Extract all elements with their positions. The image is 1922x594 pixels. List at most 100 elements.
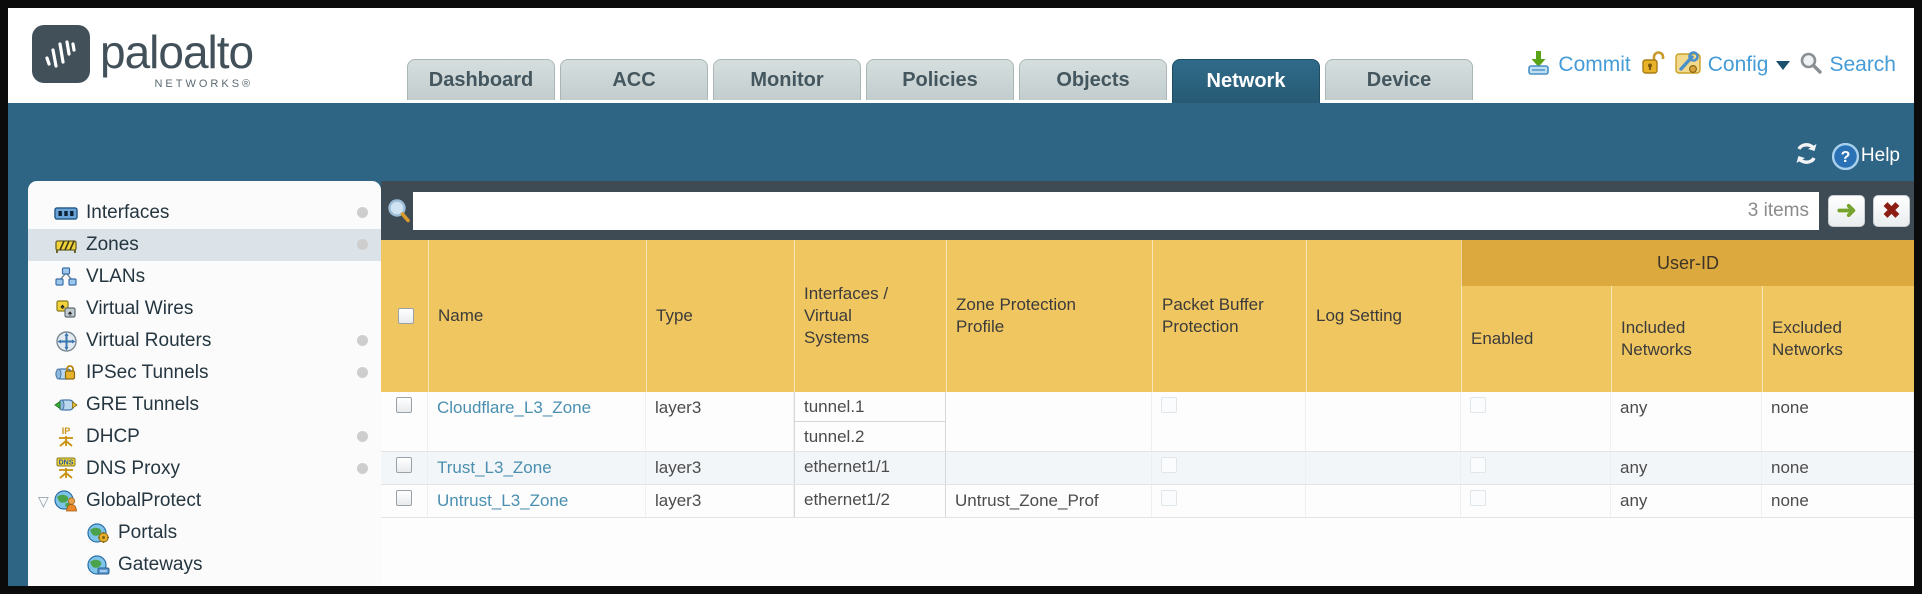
zones-main-panel: 3 items ➜ ✖ Name Type Interfaces / Virtu… bbox=[381, 181, 1914, 586]
sidebar-item-vlans[interactable]: VLANs bbox=[28, 261, 381, 293]
portals-icon bbox=[86, 522, 110, 544]
svg-text:♠: ♠ bbox=[60, 302, 65, 311]
packet-buffer-checkbox bbox=[1161, 397, 1177, 413]
sidebar-item-portals[interactable]: Portals bbox=[28, 517, 381, 549]
col-header-log-setting[interactable]: Log Setting bbox=[1306, 240, 1461, 392]
zone-name-link[interactable]: Cloudflare_L3_Zone bbox=[437, 398, 592, 417]
clear-filter-button[interactable]: ✖ bbox=[1873, 195, 1910, 227]
excluded-networks: none bbox=[1762, 452, 1914, 484]
pending-change-dot bbox=[357, 335, 368, 346]
sidebar-item-zones[interactable]: Zones bbox=[28, 229, 381, 261]
select-all-checkbox[interactable] bbox=[398, 308, 414, 324]
interface-item: tunnel.2 bbox=[804, 427, 865, 446]
dhcp-icon: IP bbox=[54, 426, 78, 448]
tab-dashboard[interactable]: Dashboard bbox=[407, 59, 555, 100]
sidebar-item-dns-proxy[interactable]: DNS DNS Proxy bbox=[28, 453, 381, 485]
help-icon: ? bbox=[1831, 142, 1859, 170]
commit-button[interactable]: Commit bbox=[1525, 49, 1631, 81]
sidebar-item-ipsec-tunnels[interactable]: IPSec Tunnels bbox=[28, 357, 381, 389]
packet-buffer-checkbox bbox=[1161, 490, 1177, 506]
header-actions: Commit Config bbox=[1525, 49, 1896, 81]
globalprotect-icon bbox=[54, 490, 78, 512]
help-button[interactable]: ? Help bbox=[1831, 142, 1900, 170]
pending-change-dot bbox=[357, 239, 368, 250]
zone-protection-profile bbox=[946, 452, 1152, 484]
config-label: Config bbox=[1707, 53, 1769, 76]
tab-policies[interactable]: Policies bbox=[866, 59, 1014, 100]
userid-enabled-checkbox bbox=[1470, 490, 1486, 506]
zone-name-link[interactable]: Untrust_L3_Zone bbox=[437, 491, 569, 510]
sidebar-item-virtual-wires[interactable]: ♠ ♠ Virtual Wires bbox=[28, 293, 381, 325]
commit-label: Commit bbox=[1558, 53, 1631, 76]
paloalto-logo: paloalto NETWORKS® bbox=[32, 25, 254, 90]
col-header-excluded-networks[interactable]: Excluded Networks bbox=[1762, 240, 1914, 392]
col-header-type[interactable]: Type bbox=[646, 240, 794, 392]
sidebar-item-gre-tunnels[interactable]: GRE Tunnels bbox=[28, 389, 381, 421]
refresh-icon[interactable] bbox=[1793, 141, 1820, 171]
arrow-right-icon: ➜ bbox=[1836, 197, 1857, 224]
tab-network[interactable]: Network bbox=[1172, 59, 1320, 103]
sub-header-band: ? Help bbox=[8, 103, 1914, 181]
sidebar-item-dhcp[interactable]: IP DHCP bbox=[28, 421, 381, 453]
dns-proxy-icon: DNS bbox=[54, 457, 78, 480]
row-checkbox[interactable] bbox=[396, 490, 412, 506]
row-checkbox[interactable] bbox=[396, 397, 412, 413]
col-header-packet-buffer[interactable]: Packet Buffer Protection bbox=[1152, 240, 1306, 392]
search-button[interactable]: Search bbox=[1799, 51, 1896, 80]
table-header: Name Type Interfaces / Virtual Systems Z… bbox=[381, 240, 1914, 392]
table-row: Trust_L3_Zone layer3 ethernet1/1 any non… bbox=[381, 452, 1914, 485]
tab-device[interactable]: Device bbox=[1325, 59, 1473, 100]
vlans-icon bbox=[54, 266, 78, 288]
commit-icon bbox=[1525, 49, 1552, 81]
ipsec-tunnels-icon bbox=[54, 362, 78, 384]
log-setting bbox=[1306, 485, 1461, 517]
sidebar-item-gateways[interactable]: Gateways bbox=[28, 549, 381, 581]
zone-name-link[interactable]: Trust_L3_Zone bbox=[437, 458, 552, 477]
filter-input[interactable] bbox=[413, 192, 1748, 230]
filter-bar: 3 items ➜ ✖ bbox=[381, 191, 1914, 231]
col-header-interfaces[interactable]: Interfaces / Virtual Systems bbox=[794, 240, 946, 392]
network-sidebar: Interfaces Zones bbox=[28, 181, 381, 586]
sidebar-item-globalprotect[interactable]: ▽ GlobalProtect bbox=[38, 490, 202, 512]
pending-change-dot bbox=[357, 367, 368, 378]
col-header-zone-protection[interactable]: Zone Protection Profile bbox=[946, 240, 1152, 392]
log-setting bbox=[1306, 452, 1461, 484]
chevron-down-icon bbox=[1776, 60, 1791, 70]
zone-protection-profile bbox=[946, 392, 1152, 451]
table-row: Cloudflare_L3_Zone layer3 tunnel.1 tunne… bbox=[381, 392, 1914, 452]
brand-subtitle: NETWORKS® bbox=[154, 78, 254, 90]
col-header-enabled[interactable]: Enabled bbox=[1461, 240, 1611, 392]
userid-enabled-checkbox bbox=[1470, 457, 1486, 473]
collapse-triangle-icon[interactable]: ▽ bbox=[38, 493, 49, 509]
col-header-name[interactable]: Name bbox=[428, 240, 646, 392]
gateways-icon bbox=[86, 554, 110, 576]
sidebar-item-virtual-routers[interactable]: Virtual Routers bbox=[28, 325, 381, 357]
interfaces-icon bbox=[54, 202, 78, 224]
userid-enabled-checkbox bbox=[1470, 397, 1486, 413]
lock-icon bbox=[1640, 50, 1665, 81]
zones-icon bbox=[54, 234, 78, 256]
excluded-networks: none bbox=[1762, 392, 1914, 451]
zone-type: layer3 bbox=[646, 452, 794, 484]
svg-text:IP: IP bbox=[62, 426, 71, 436]
zone-protection-profile: Untrust_Zone_Prof bbox=[946, 485, 1152, 517]
svg-text:?: ? bbox=[1841, 149, 1851, 166]
tab-monitor[interactable]: Monitor bbox=[713, 59, 861, 100]
search-label: Search bbox=[1829, 53, 1896, 76]
zone-type: layer3 bbox=[646, 392, 794, 451]
row-checkbox[interactable] bbox=[396, 457, 412, 473]
lock-button[interactable] bbox=[1640, 50, 1665, 81]
sidebar-item-interfaces[interactable]: Interfaces bbox=[28, 197, 381, 229]
apply-filter-button[interactable]: ➜ bbox=[1828, 195, 1865, 227]
filter-search-icon[interactable] bbox=[385, 198, 413, 224]
close-icon: ✖ bbox=[1882, 198, 1901, 223]
packet-buffer-checkbox bbox=[1161, 457, 1177, 473]
tab-objects[interactable]: Objects bbox=[1019, 59, 1167, 100]
svg-text:♠: ♠ bbox=[68, 309, 72, 318]
log-setting bbox=[1306, 392, 1461, 451]
config-dropdown[interactable]: Config bbox=[1674, 50, 1791, 81]
interface-item: ethernet1/2 bbox=[804, 490, 891, 509]
col-header-included-networks[interactable]: Included Networks bbox=[1611, 240, 1762, 392]
tab-acc[interactable]: ACC bbox=[560, 59, 708, 100]
items-count: 3 items bbox=[1747, 200, 1809, 221]
